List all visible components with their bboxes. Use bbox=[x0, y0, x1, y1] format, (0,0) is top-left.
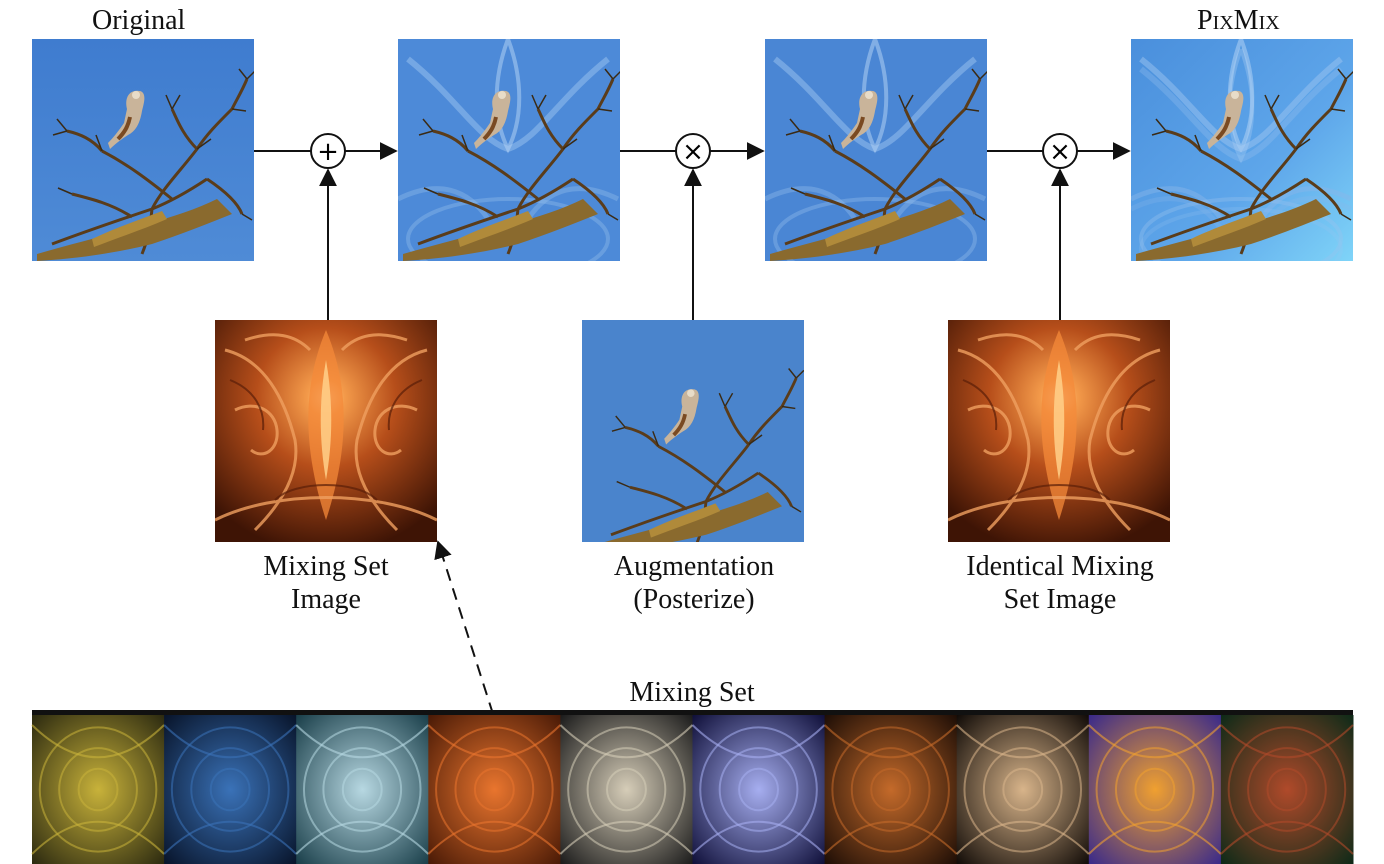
mixing-set-tile-copper-pillars bbox=[823, 715, 958, 864]
identical-mixing-label: Identical Mixing Set Image bbox=[940, 550, 1180, 616]
mixing-set-tile-green-red-feathers bbox=[1220, 715, 1354, 864]
mixing-set-image-label-line1: Mixing Set bbox=[263, 551, 389, 582]
operator-add-symbol: + bbox=[317, 137, 339, 167]
mixing-set-tile-bronze-mandala bbox=[956, 715, 1090, 864]
identical-mixing-label-line1: Identical Mixing bbox=[966, 551, 1154, 582]
mixing-set-tile-blue-heart-fractal bbox=[163, 715, 297, 864]
connectors bbox=[254, 142, 1131, 715]
mixing-set-tile-mandelbrot bbox=[1088, 715, 1222, 864]
mixing-set-tile-gray-ring bbox=[559, 715, 694, 864]
mixing-set-tile-orange-flame bbox=[427, 715, 562, 864]
identical-mixing-label-line2: Set Image bbox=[1003, 584, 1117, 615]
mixing-set-strip bbox=[31, 715, 1354, 864]
original-image bbox=[32, 39, 254, 261]
original-label: Original bbox=[92, 5, 186, 36]
operator-add: + bbox=[310, 133, 346, 169]
operator-multiply-2: × bbox=[1042, 133, 1078, 169]
operator-multiply-1: × bbox=[675, 133, 711, 169]
augmentation-label: Augmentation (Posterize) bbox=[584, 550, 804, 616]
mixing-set-image bbox=[215, 320, 437, 542]
augmentation-label-line2: (Posterize) bbox=[633, 584, 755, 615]
mixing-set-label: Mixing Set bbox=[629, 677, 755, 708]
operator-multiply-1-symbol: × bbox=[682, 137, 704, 167]
mixed-image-2 bbox=[765, 39, 987, 261]
mixing-set-tile-green-gold-waves bbox=[31, 715, 165, 864]
mixed-image-1 bbox=[398, 39, 620, 261]
operator-multiply-2-symbol: × bbox=[1049, 137, 1071, 167]
mixing-set-image-label: Mixing Set Image bbox=[226, 550, 426, 616]
mixing-set-bar bbox=[32, 710, 1353, 715]
pixmix-label: PixMix bbox=[1197, 5, 1280, 36]
mixing-set-tile-violet-bubbles bbox=[691, 715, 826, 864]
mixing-set-image-label-line2: Image bbox=[291, 584, 361, 615]
pixmix-result-image bbox=[1131, 39, 1353, 261]
mixing-set-tile-teal-spiral bbox=[295, 715, 429, 864]
augmentation-posterize-image bbox=[582, 320, 804, 542]
identical-mixing-set-image bbox=[948, 320, 1170, 542]
augmentation-label-line1: Augmentation bbox=[613, 551, 775, 582]
